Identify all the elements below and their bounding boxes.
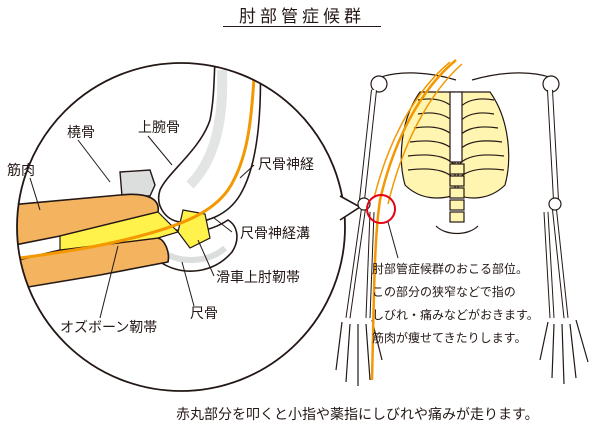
label-ulnar-nerve: 尺骨神経 xyxy=(258,157,314,173)
humerus-bone xyxy=(158,63,262,224)
label-muscle: 筋肉 xyxy=(7,163,35,179)
label-ulna: 尺骨 xyxy=(190,306,218,322)
magnified-elbow-view xyxy=(16,62,362,392)
page-title: 肘部管症候群 xyxy=(239,7,365,27)
radius-bone xyxy=(119,169,156,197)
note-line-3: しびれ・痛みなどがおきます。 xyxy=(372,308,539,322)
right-hand xyxy=(335,319,383,386)
leader-lines xyxy=(29,135,255,319)
note-line-1: 肘部管症候群のおこる部位。 xyxy=(372,262,529,276)
label-humerus: 上腕骨 xyxy=(138,120,180,136)
ulnar-nerve-magnified xyxy=(19,63,257,260)
title-underline xyxy=(223,26,381,27)
footer-caption: 赤丸部分を叩くと小指や薬指にしびれや痛みが走ります。 xyxy=(176,407,539,423)
left-hand xyxy=(539,319,589,385)
spine xyxy=(449,163,465,223)
affected-site-marker xyxy=(366,194,396,224)
osborne-ligament-band xyxy=(59,211,180,251)
ulnar-nerve-skeleton xyxy=(370,59,457,381)
note-line-4: 筋肉が痩せてきたりします。 xyxy=(372,331,527,345)
rib-cage xyxy=(400,91,510,199)
label-ligament: 滑車上肘靭帯 xyxy=(216,270,300,286)
label-osborne-ligament: オズボーン靭帯 xyxy=(60,320,158,336)
label-ulnar-nerve-groove: 尺骨神経溝 xyxy=(240,226,310,242)
note-line-2: この部分の狭窄などで指の xyxy=(372,285,516,299)
label-radius: 橈骨 xyxy=(67,125,95,141)
